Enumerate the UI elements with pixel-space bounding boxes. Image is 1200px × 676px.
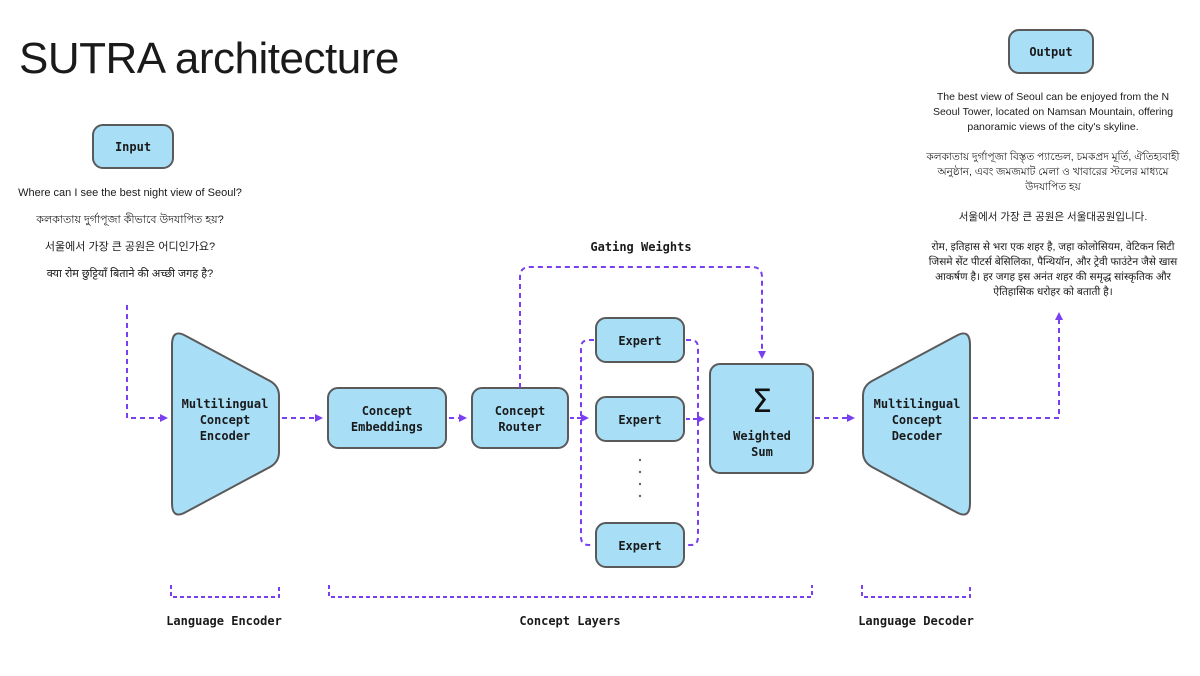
input-query-hindi: क्या रोम छुट्टियाँ बिताने की अच्छी जगह ह… bbox=[46, 268, 214, 280]
expert-fanin-right bbox=[686, 339, 699, 546]
sigma-icon: Σ bbox=[752, 382, 772, 420]
decoder-label-2: Concept bbox=[892, 413, 943, 427]
output-response-english: The best view of Seoul can be enjoyed fr… bbox=[932, 91, 1174, 133]
output-node: Output bbox=[1008, 29, 1094, 74]
section-label-concept-layers: Concept Layers bbox=[519, 614, 620, 628]
output-label: Output bbox=[1029, 45, 1072, 59]
input-node: Input bbox=[92, 124, 174, 169]
output-response-hindi: रोम, इतिहास से भरा एक शहर है, जहा कोलोसि… bbox=[928, 241, 1178, 298]
expert-fanout-left bbox=[580, 339, 594, 546]
weighted-sum-label-2: Sum bbox=[751, 445, 773, 459]
expert-node-2: Expert bbox=[595, 396, 685, 442]
expert-label: Expert bbox=[618, 539, 661, 553]
input-query-english: Where can I see the best night view of S… bbox=[18, 187, 242, 199]
section-label-language-decoder: Language Decoder bbox=[858, 614, 974, 628]
output-response-bengali: কলকাতায় দুর্গাপূজা বিস্তৃত প্যান্ডেল, চ… bbox=[926, 151, 1180, 193]
embeddings-label-2: Embeddings bbox=[351, 420, 423, 434]
decoder-node: Multilingual Concept Decoder bbox=[862, 332, 971, 516]
input-label: Input bbox=[115, 140, 151, 154]
embeddings-node: Concept Embeddings bbox=[327, 387, 447, 449]
expert-label: Expert bbox=[618, 334, 661, 348]
arrow-gating-weights bbox=[519, 266, 766, 388]
expert-ellipsis bbox=[638, 458, 642, 498]
expert-node-3: Expert bbox=[595, 522, 685, 568]
weighted-sum-node: Σ Weighted Sum bbox=[709, 363, 814, 474]
gating-weights-label: Gating Weights bbox=[590, 240, 691, 254]
embeddings-label-1: Concept bbox=[362, 404, 413, 418]
output-response-korean: 서울에서 가장 큰 공원은 서울대공원입니다. bbox=[958, 211, 1148, 223]
router-node: Concept Router bbox=[471, 387, 569, 449]
router-label-2: Router bbox=[498, 420, 541, 434]
encoder-label-1: Multilingual bbox=[182, 397, 269, 411]
encoder-node: Multilingual Concept Encoder bbox=[171, 332, 280, 516]
arrow-input-to-encoder bbox=[126, 305, 168, 422]
expert-label: Expert bbox=[618, 413, 661, 427]
input-query-bengali: কলকাতায় দুর্গাপূজা কীভাবে উদযাপিত হয়? bbox=[36, 214, 224, 226]
encoder-label-3: Encoder bbox=[200, 429, 251, 443]
section-label-language-encoder: Language Encoder bbox=[166, 614, 282, 628]
page-title: SUTRA architecture bbox=[19, 34, 399, 83]
output-responses: The best view of Seoul can be enjoyed fr… bbox=[924, 90, 1182, 315]
bracket-concept-layers bbox=[328, 585, 813, 598]
arrow-decoder-to-output bbox=[973, 312, 1063, 419]
encoder-label-2: Concept bbox=[200, 413, 251, 427]
decoder-label-1: Multilingual bbox=[874, 397, 961, 411]
bracket-language-decoder bbox=[861, 585, 971, 598]
weighted-sum-label-1: Weighted bbox=[733, 429, 791, 443]
bracket-language-encoder bbox=[170, 585, 280, 598]
input-queries: Where can I see the best night view of S… bbox=[0, 186, 260, 294]
expert-node-1: Expert bbox=[595, 317, 685, 363]
decoder-label-3: Decoder bbox=[892, 429, 943, 443]
router-label-1: Concept bbox=[495, 404, 546, 418]
input-query-korean: 서울에서 가장 큰 공원은 어디인가요? bbox=[44, 241, 216, 253]
